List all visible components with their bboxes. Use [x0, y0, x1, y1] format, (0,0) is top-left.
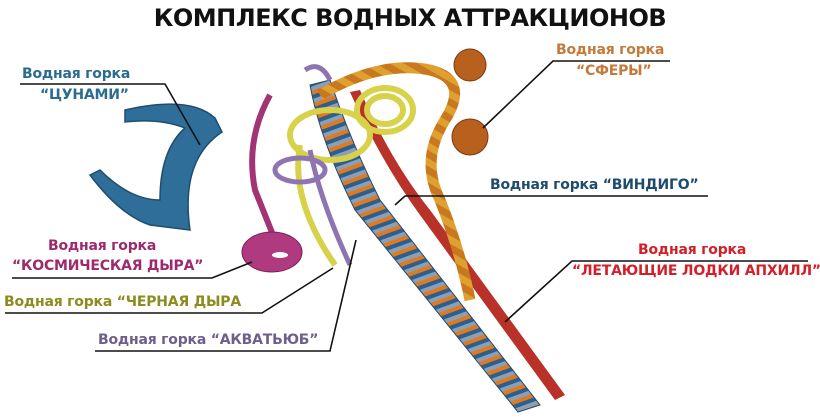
spheres-label-line1: Водная горка: [556, 42, 665, 58]
spheres-label-line2: “СФЕРЫ”: [576, 63, 652, 79]
cosmic-hole-label-line1: Водная горка: [48, 238, 157, 254]
cosmic-hole-slide-tube: [249, 93, 278, 242]
sphere-top: [453, 48, 487, 82]
aquatube-slide: [272, 64, 353, 267]
uphill-label-line1: Водная горка: [638, 242, 747, 258]
tsunami-label-line2: “ЦУНАМИ”: [40, 87, 129, 103]
uphill-label-line2: “ЛЕТАЮЩИЕ ЛОДКИ АПХИЛЛ”: [572, 263, 820, 279]
windigo-label: Водная горка “ВИНДИГО”: [490, 177, 699, 193]
leader-lines: [5, 60, 808, 352]
tsunami-slide: [88, 103, 223, 231]
diagram-title: КОМПЛЕКС ВОДНЫХ АТТРАКЦИОНОВ: [153, 4, 667, 32]
tsunami-label-line1: Водная горка: [22, 66, 131, 82]
windigo-slide: [309, 79, 541, 413]
cosmic-hole-bowl: [241, 231, 303, 273]
cosmic-hole-label-line2: “КОСМИЧЕСКАЯ ДЫРА”: [12, 258, 204, 274]
aquatube-label: Водная горка “АКВАТЬЮБ”: [98, 332, 319, 348]
spheres-slide: [317, 62, 476, 302]
uphill-slide: [350, 90, 565, 400]
black-hole-label: Водная горка “ЧЕРНАЯ ДЫРА: [4, 294, 241, 310]
sphere-bottom: [451, 118, 489, 156]
